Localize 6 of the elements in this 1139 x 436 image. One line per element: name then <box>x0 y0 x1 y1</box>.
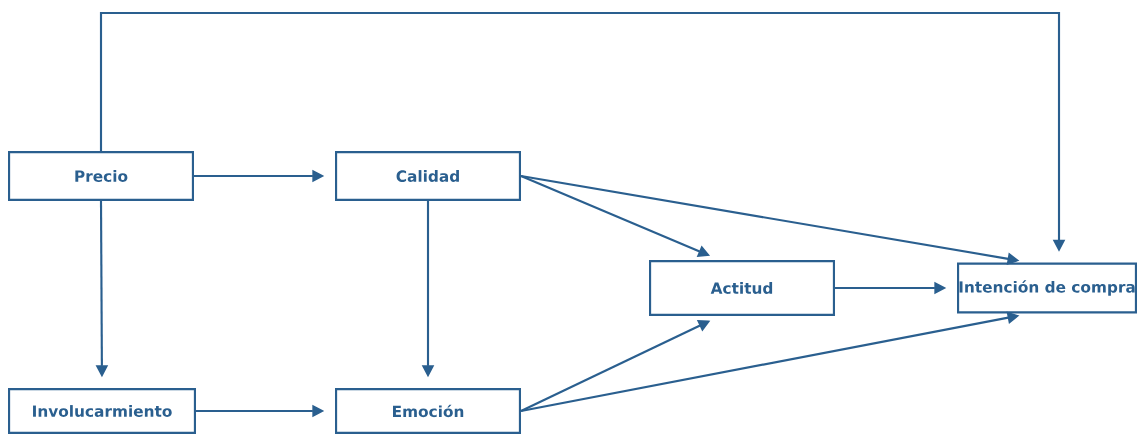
box: Actitud <box>649 260 835 316</box>
box: Intención de compra <box>957 262 1137 314</box>
box: Precio <box>8 151 194 201</box>
box: Involucarmiento <box>8 388 196 434</box>
box: Calidad <box>335 151 521 201</box>
box: Emoción <box>335 388 521 434</box>
